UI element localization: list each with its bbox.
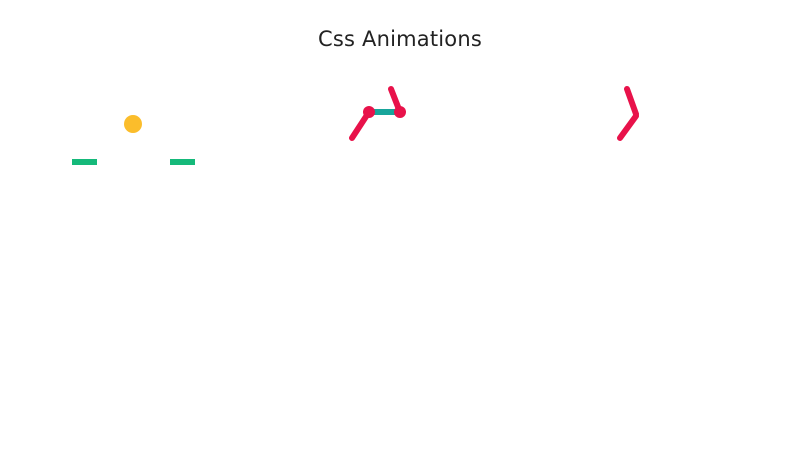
jointed-arm-animation [349, 86, 406, 141]
chevron-animation [617, 86, 639, 141]
chevron-upper-stroke [624, 86, 639, 117]
chevron-lower-stroke [617, 113, 639, 141]
right-platform-bar [170, 159, 195, 165]
left-platform-bar [72, 159, 97, 165]
left-joint [363, 106, 375, 118]
page-title: Css Animations [317, 27, 483, 51]
right-joint [394, 106, 406, 118]
ball-icon [124, 115, 142, 133]
bouncing-ball-animation [72, 115, 195, 165]
